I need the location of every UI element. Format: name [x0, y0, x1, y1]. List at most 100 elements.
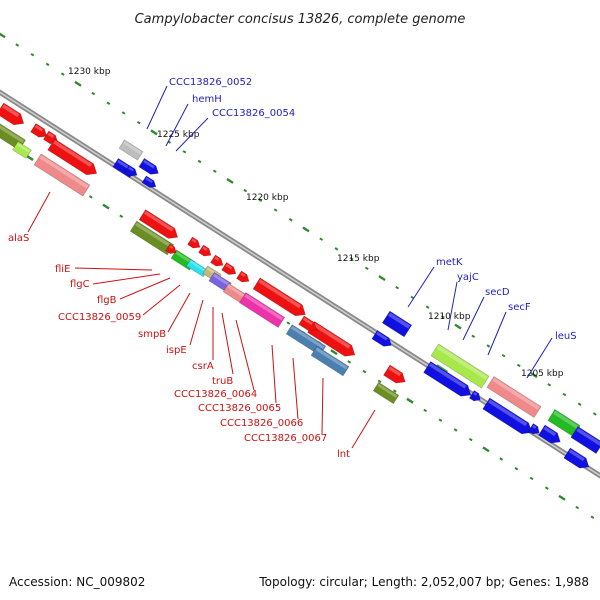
gene-feature[interactable] [252, 277, 309, 320]
gene-label-leuS[interactable]: leuS [555, 331, 577, 342]
gene-feature[interactable] [238, 292, 286, 328]
gene-label-yajC[interactable]: yajC [457, 272, 479, 283]
gene-feature[interactable] [30, 123, 50, 140]
gene-feature[interactable] [563, 447, 592, 472]
gene-feature[interactable] [33, 153, 91, 197]
tick-mark [0, 32, 6, 39]
gene-label-CCC13826_0067[interactable]: CCC13826_0067 [244, 433, 327, 444]
gene-label-flgB[interactable]: flgB [97, 295, 117, 306]
gene-feature-highlight [123, 141, 142, 155]
gene-feature-highlight [568, 449, 585, 462]
gene-label-flgC[interactable]: flgC [70, 279, 90, 290]
tick-mark [273, 208, 278, 212]
tick-mark [258, 198, 263, 203]
tick-mark [226, 177, 234, 184]
gene-feature[interactable] [430, 343, 490, 389]
scale-labels: 1230 kbp 1225 kbp 1220 kbp 1215 kbp 1210… [68, 67, 564, 379]
tick-mark [378, 275, 386, 281]
gene-label-hemH[interactable]: hemH [192, 94, 222, 105]
tick-mark [91, 91, 96, 96]
tick-mark [347, 360, 352, 364]
gene-feature-highlight [543, 426, 557, 437]
gene-feature[interactable] [138, 209, 181, 243]
gene-feature[interactable] [118, 139, 144, 161]
gene-feature[interactable] [468, 390, 482, 404]
gene-feature[interactable] [187, 236, 203, 251]
tick-mark [529, 476, 534, 481]
tick-mark [45, 62, 50, 67]
gene-feature[interactable] [129, 220, 175, 256]
gene-feature[interactable] [210, 254, 226, 269]
gene-feature[interactable] [527, 423, 541, 437]
gene-label-metK[interactable]: metK [436, 257, 463, 268]
gene-feature[interactable] [371, 329, 394, 349]
tick-mark [530, 372, 538, 379]
tick-mark [60, 72, 65, 76]
scale-label-1225: 1225 kbp [157, 130, 200, 140]
tick-mark [319, 237, 324, 241]
gene-label-CCC13826_0052[interactable]: CCC13826_0052 [169, 77, 252, 88]
gene-feature[interactable] [47, 138, 101, 179]
gene-label-fliE[interactable]: fliE [55, 264, 70, 275]
gene-feature[interactable] [124, 164, 139, 178]
gene-feature[interactable] [538, 424, 563, 447]
tick-mark [486, 344, 491, 348]
gene-feature-highlight [39, 155, 89, 189]
gene-feature[interactable] [236, 270, 252, 285]
gene-label-ispE[interactable]: ispE [166, 345, 187, 356]
gene-label-smpB[interactable]: smpB [138, 329, 166, 340]
scale-label-1210: 1210 kbp [428, 312, 471, 322]
gene-feature-highlight [244, 293, 284, 321]
forward-labels: CCC13826_0052 hemH CCC13826_0054 metK ya… [146, 77, 577, 379]
gene-label-CCC13826_0066[interactable]: CCC13826_0066 [220, 418, 303, 429]
tick-mark [334, 247, 339, 251]
gene-feature[interactable] [298, 315, 320, 334]
gene-feature[interactable] [381, 310, 413, 338]
gene-feature[interactable] [482, 397, 536, 438]
gene-label-CCC13826_0064[interactable]: CCC13826_0064 [174, 389, 257, 400]
gene-label-truB[interactable]: truB [212, 376, 233, 387]
gene-label-CCC13826_0065[interactable]: CCC13826_0065 [198, 403, 281, 414]
tick-mark [288, 218, 293, 222]
gene-feature[interactable] [570, 426, 600, 454]
scale-label-1230: 1230 kbp [68, 67, 111, 77]
gene-feature[interactable] [186, 258, 208, 278]
reverse-labels: alaS fliE flgC flgB CCC13826_0059 smpB i… [8, 191, 376, 460]
gene-feature[interactable] [141, 175, 158, 190]
tick-mark [516, 363, 521, 368]
gene-feature-highlight [135, 222, 173, 248]
tick-mark [468, 437, 473, 442]
gene-feature[interactable] [138, 157, 161, 177]
gene-label-CCC13826_0054[interactable]: CCC13826_0054 [212, 108, 295, 119]
scale-label-1220: 1220 kbp [246, 193, 289, 203]
gene-feature[interactable] [310, 345, 350, 377]
gene-feature[interactable] [423, 361, 475, 401]
gene-feature[interactable] [198, 244, 214, 259]
gene-feature[interactable] [486, 376, 542, 418]
gene-feature[interactable] [221, 262, 239, 277]
accession-text: Accession: NC_009802 [9, 575, 145, 589]
gene-feature-highlight [144, 211, 174, 232]
gene-label-lnt[interactable]: lnt [337, 449, 350, 460]
gene-feature-highlight [227, 284, 248, 299]
tick-mark [106, 101, 111, 105]
gene-label-secD[interactable]: secD [485, 287, 510, 298]
tick-mark [482, 446, 490, 453]
tick-mark [406, 397, 414, 404]
gene-feature[interactable] [0, 102, 27, 129]
gene-feature-highlight [240, 272, 246, 277]
gene-label-CCC13826_0059[interactable]: CCC13826_0059 [58, 312, 141, 323]
gene-label-csrA[interactable]: csrA [192, 361, 214, 372]
tick-mark [212, 169, 217, 173]
gene-label-secF[interactable]: secF [508, 302, 531, 313]
gene-feature[interactable] [165, 243, 179, 256]
gene-feature[interactable] [372, 381, 400, 405]
gene-feature[interactable] [383, 364, 408, 387]
tick-mark [243, 188, 248, 193]
gene-feature[interactable] [12, 141, 32, 159]
tick-mark [438, 418, 443, 422]
gene-label-alaS[interactable]: alaS [8, 233, 29, 244]
gene-feature-highlight [202, 246, 208, 251]
tick-mark [364, 266, 369, 271]
